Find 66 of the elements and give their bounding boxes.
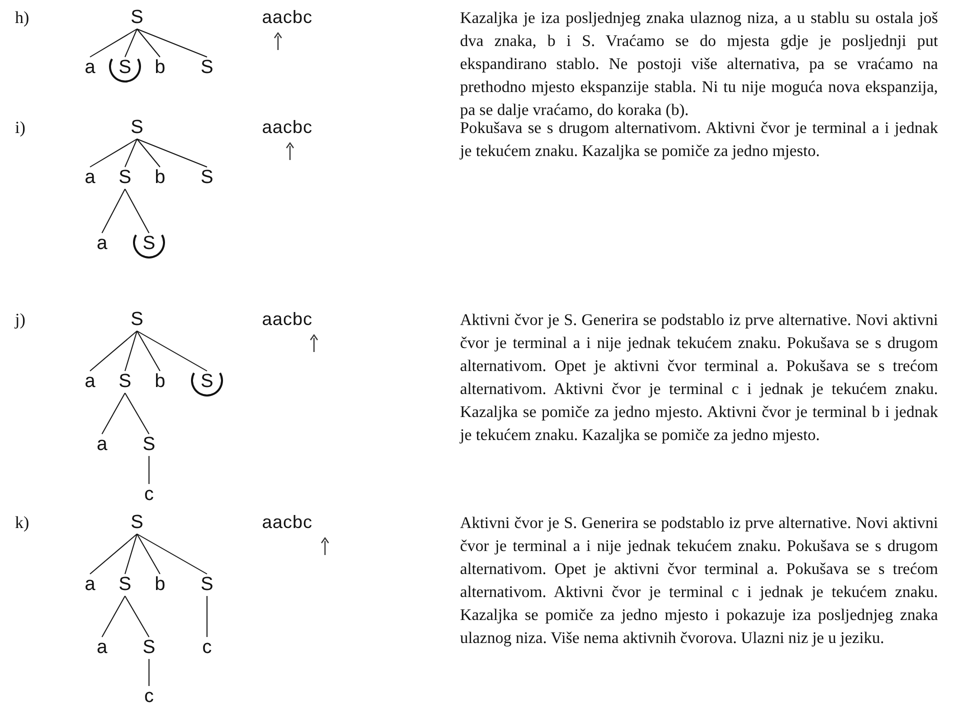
step-description: Pokušava se s drugom alternativom. Aktivni čvor je terminal a i jednak je tekućem znaku. Kazaljka se pomiče za jedno mjesto. xyxy=(460,118,938,162)
step-description: Kazaljka je iza posljednjeg znaka ulaznog niza, a u stablu su ostala još dva znaka, b i S. Vraćamo se do mjesta gdje je posljednji put ekspandirano stablo. Ne postoji više alternativa, pa se vraćamo na prethodno mjesto ekspanzije stabla. Ni tu nije moguća nova ekspanzija, pa se dalje vraćamo, do koraka (b). xyxy=(460,7,938,121)
tree-branch xyxy=(136,534,160,574)
tree-symbol: b xyxy=(152,167,168,189)
step-label: j) xyxy=(15,310,26,330)
tree-branch xyxy=(136,330,160,372)
tree-symbol: a xyxy=(94,637,110,659)
tree-branch xyxy=(124,138,138,168)
tree-symbol: a xyxy=(82,167,98,189)
input-string: aacbc xyxy=(262,512,313,533)
step-label: h) xyxy=(15,8,30,28)
tree-branch xyxy=(136,534,208,574)
tree-symbol: S xyxy=(141,434,157,456)
tree-branch xyxy=(136,330,208,372)
tree-symbol: S xyxy=(117,574,133,596)
tree-symbol: S xyxy=(117,57,133,79)
tree-branch xyxy=(148,456,150,484)
tree-branch xyxy=(102,188,126,234)
tree-symbol: b xyxy=(152,371,168,393)
tree-symbol: c xyxy=(199,637,215,659)
tree-branch xyxy=(90,138,138,168)
tree-branch xyxy=(136,138,208,168)
tree-symbol: S xyxy=(129,7,145,29)
tree-symbol: S xyxy=(199,574,215,596)
tree-symbol: S xyxy=(129,309,145,331)
tree-branch xyxy=(124,28,138,58)
tree-branch xyxy=(124,330,138,372)
tree-symbol: c xyxy=(141,484,157,506)
tree-branch xyxy=(90,28,138,58)
tree-symbol: S xyxy=(141,637,157,659)
tree-branch xyxy=(90,330,138,372)
step-label: k) xyxy=(15,513,30,533)
tree-symbol: S xyxy=(129,512,145,534)
tree-symbol: a xyxy=(82,574,98,596)
tree-symbol: c xyxy=(141,686,157,704)
tree-symbol: S xyxy=(129,117,145,139)
input-string: aacbc xyxy=(262,117,313,138)
tree-branch xyxy=(136,138,160,168)
tree-branch xyxy=(124,534,138,574)
tree-symbol: S xyxy=(199,371,215,393)
tree-branch xyxy=(124,596,150,638)
tree-branch xyxy=(148,658,150,686)
tree-symbol: S xyxy=(141,233,157,255)
tree-symbol: S xyxy=(117,167,133,189)
step-description: Aktivni čvor je S. Generira se podstablo iz prve alternative. Novi aktivni čvor je terminal a i nije jednak tekućem znaku. Pokušava se s drugom alternativom. Opet je aktivni čvor terminal a. Pokušava se s trećom alternativom. Aktivni čvor je terminal c i jednak je tekućem znaku. Kazaljka se pomiče za jedno mjesto i pokazuje iza posljednjeg znaka ulaznog niza. Više nema aktivnih čvorova. Ulazni niz je u jeziku. xyxy=(460,512,938,649)
tree-symbol: a xyxy=(94,434,110,456)
step-description: Aktivni čvor je S. Generira se podstablo iz prve alternative. Novi aktivni čvor je terminal a i nije jednak tekućem znaku. Pokušava se s drugom alternativom. Opet je aktivni čvor terminal a. Pokušava se s trećom alternativom. Aktivni čvor je terminal c i jednak je tekućem znaku. Kazaljka se pomiče za jedno mjesto. Aktivni čvor je terminal b i jednak je tekućem znaku. Kazaljka se pomiče za jedno mjesto. xyxy=(460,309,938,446)
tree-branch xyxy=(90,534,138,574)
input-string: aacbc xyxy=(262,309,313,330)
tree-symbol: b xyxy=(152,57,168,79)
step-label: i) xyxy=(15,118,26,138)
input-string: aacbc xyxy=(262,7,313,28)
tree-symbol: a xyxy=(82,57,98,79)
tree-symbol: S xyxy=(199,57,215,79)
tree-branch xyxy=(136,28,160,58)
tree-symbol: b xyxy=(152,574,168,596)
tree-symbol: a xyxy=(94,233,110,255)
tree-symbol: S xyxy=(199,167,215,189)
tree-branch xyxy=(136,28,208,58)
tree-branch xyxy=(102,392,126,434)
tree-branch xyxy=(102,596,126,638)
tree-branch xyxy=(124,392,150,434)
tree-branch xyxy=(206,596,208,638)
tree-branch xyxy=(124,188,150,234)
tree-symbol: S xyxy=(117,371,133,393)
tree-symbol: a xyxy=(82,371,98,393)
